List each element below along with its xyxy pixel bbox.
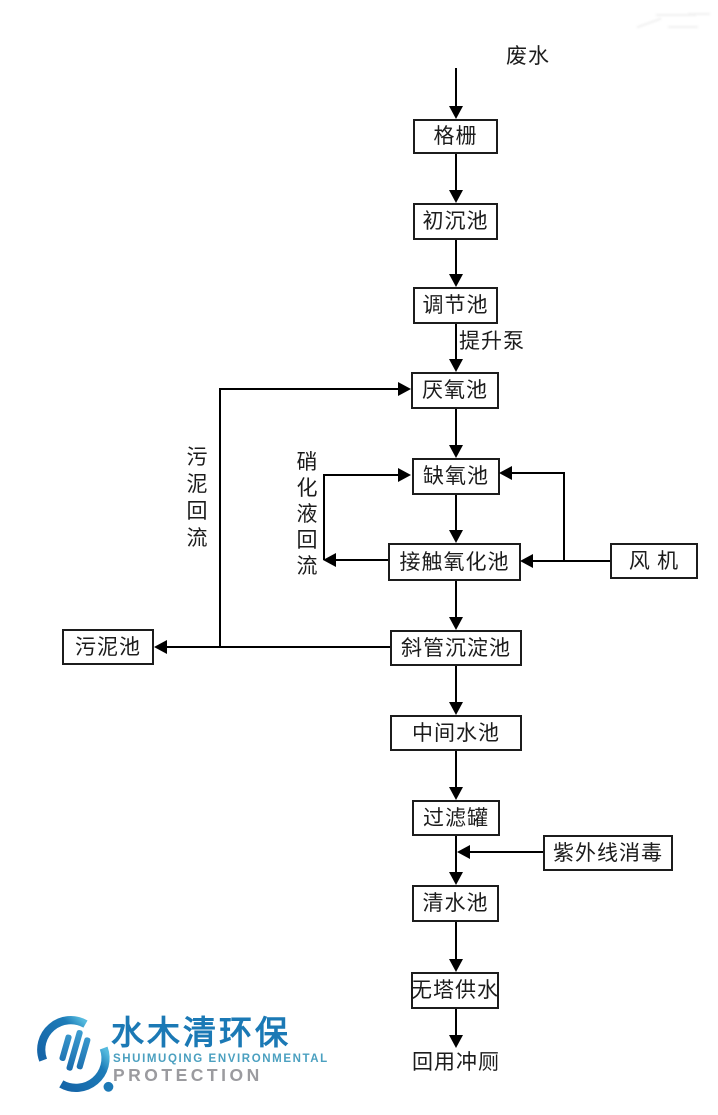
arrowhead-down [449,872,463,885]
node-clear-water-tank: 清水池 [412,885,499,922]
connector-line [455,154,457,190]
arrowhead-down [449,959,463,972]
connector-line [455,922,457,959]
arrowhead-left [499,466,512,480]
connector-line [455,68,457,106]
connector-nitrified-return-bottom [336,559,388,561]
connector-sludge-return-horizontal [219,388,400,390]
connector-line [455,751,457,787]
node-fan: 风 机 [610,543,698,579]
connector-sludge-return-vertical [219,388,221,648]
arrowhead-down [449,190,463,203]
company-logo-icon [37,1016,114,1092]
connector-fan-main [533,560,610,562]
arrowhead-left [154,640,167,654]
connector-nitrified-return-top [323,474,399,476]
connector-line [455,409,457,445]
node-primary-sedimentation: 初沉池 [413,203,498,240]
node-towerless-water-supply: 无塔供水 [411,972,499,1009]
arrowhead-down [449,530,463,543]
connector-line [455,581,457,617]
connector-line [455,324,457,359]
arrowhead-down [449,445,463,458]
connector-fan-branch-vertical [563,472,565,562]
connector-uv [470,851,543,853]
node-uv-disinfection: 紫外线消毒 [543,835,673,871]
arrowhead-left [457,845,470,859]
node-filter-tank: 过滤罐 [412,800,500,836]
arrowhead-down [449,617,463,630]
faint-watermark [628,10,712,38]
node-anaerobic-tank: 厌氧池 [411,372,499,409]
lift-pump-label: 提升泵 [459,329,525,353]
connector-to-sludge-tank [167,646,390,648]
arrowhead-right [398,382,411,396]
wastewater-source-label: 废水 [506,44,550,68]
arrowhead-left [520,554,533,568]
company-name-cn: 水木清环保 [111,1014,291,1051]
reuse-output-label: 回用冲厕 [412,1050,500,1074]
node-inclined-tube-sedimentation-tank: 斜管沉淀池 [390,630,522,666]
connector-nitrified-return-vertical [323,474,325,560]
connector-line [455,495,457,530]
arrowhead-down [449,787,463,800]
arrowhead-left [323,553,336,567]
node-sludge-tank: 污泥池 [62,629,154,665]
arrowhead-down [449,1035,463,1048]
arrowhead-down [449,106,463,119]
arrowhead-right [398,468,411,482]
connector-line [455,1009,457,1035]
sludge-return-label: 污泥回流 [186,445,208,550]
connector-line [455,240,457,274]
node-grid: 格栅 [413,119,498,154]
arrowhead-down [449,274,463,287]
arrowhead-down [449,359,463,372]
company-name-en-line2: PROTECTION [113,1065,263,1085]
node-contact-oxidation-tank: 接触氧化池 [388,543,521,581]
node-anoxic-tank: 缺氧池 [412,458,500,495]
node-regulating-tank: 调节池 [413,287,498,324]
node-intermediate-tank: 中间水池 [390,715,522,751]
company-name-en-line1: SHUIMUQING ENVIRONMENTAL [113,1053,329,1065]
connector-line [455,666,457,702]
connector-fan-branch-horizontal [512,472,565,474]
arrowhead-down [449,702,463,715]
connector-line [455,836,457,872]
nitrified-liquid-return-label: 硝化液回流 [296,450,318,578]
